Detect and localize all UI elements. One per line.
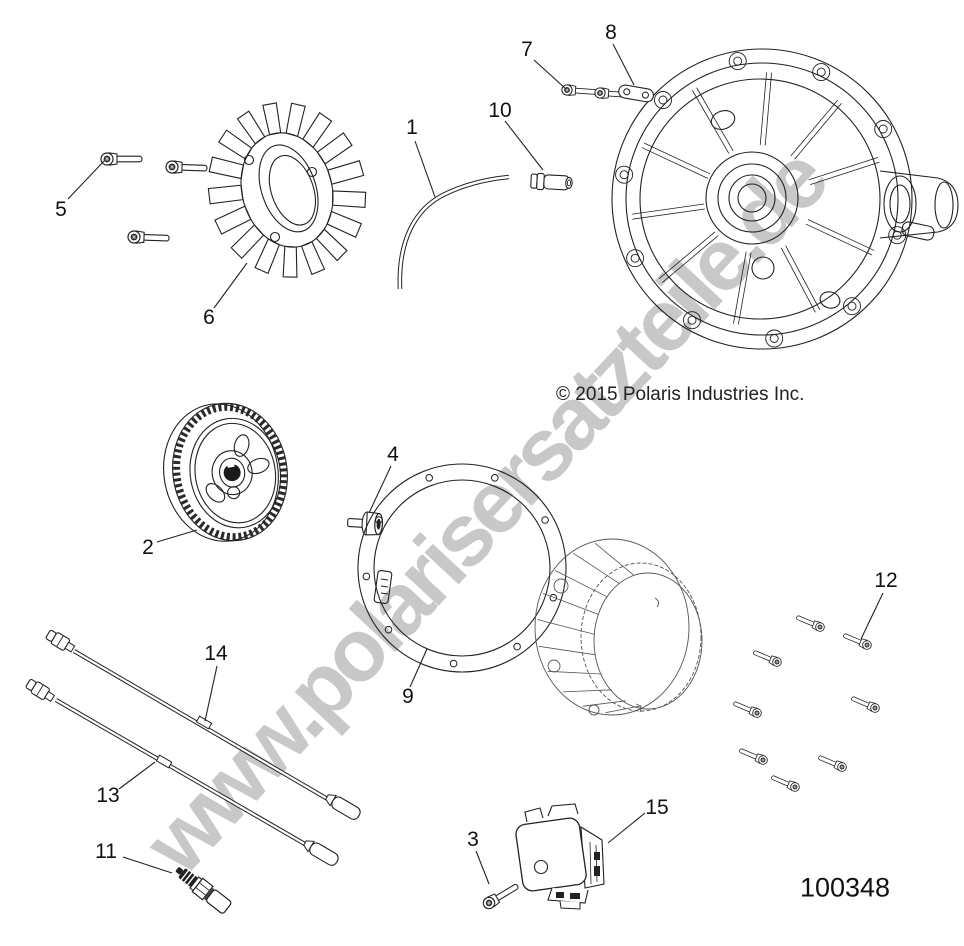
callout-11: 11: [95, 840, 117, 863]
stator-drawing: [207, 102, 367, 278]
callout-5: 5: [55, 198, 67, 221]
callout-4: 4: [387, 443, 399, 466]
stator-wire-drawing: [397, 174, 510, 290]
callout-13: 13: [96, 784, 120, 807]
copyright-text: © 2015 Polaris Industries Inc.: [556, 384, 805, 405]
ignition-coil-drawing: [515, 803, 605, 910]
gasket-drawing: [357, 463, 567, 673]
plug-cable-lower-drawing: [25, 678, 339, 866]
callout-7: 7: [521, 38, 533, 61]
coil-bolt-drawing: [480, 880, 522, 912]
spark-plug-drawing: [175, 867, 232, 914]
callout-15: 15: [645, 796, 669, 819]
cover-drawing: [534, 538, 703, 716]
callout-8: 8: [605, 21, 617, 44]
stator-bolts-drawing: [100, 152, 208, 245]
callout-12: 12: [874, 569, 898, 592]
leader-lines: [67, 43, 884, 885]
callout-1: 1: [406, 116, 418, 139]
crankcase-housing-drawing: [611, 48, 959, 350]
flywheel-drawing: [163, 402, 288, 542]
callout-14: 14: [204, 642, 228, 665]
callout-6: 6: [203, 306, 215, 329]
callout-2: 2: [142, 536, 154, 559]
callout-3: 3: [467, 828, 479, 851]
part-number: 100348: [799, 872, 891, 903]
callout-9: 9: [402, 685, 414, 708]
bracket-drawing: [618, 84, 654, 103]
callout-10: 10: [488, 99, 512, 122]
wire-terminal-drawing: [530, 172, 573, 191]
cover-bolts-drawing: [731, 612, 882, 794]
plug-cable-upper-drawing: [45, 629, 361, 820]
